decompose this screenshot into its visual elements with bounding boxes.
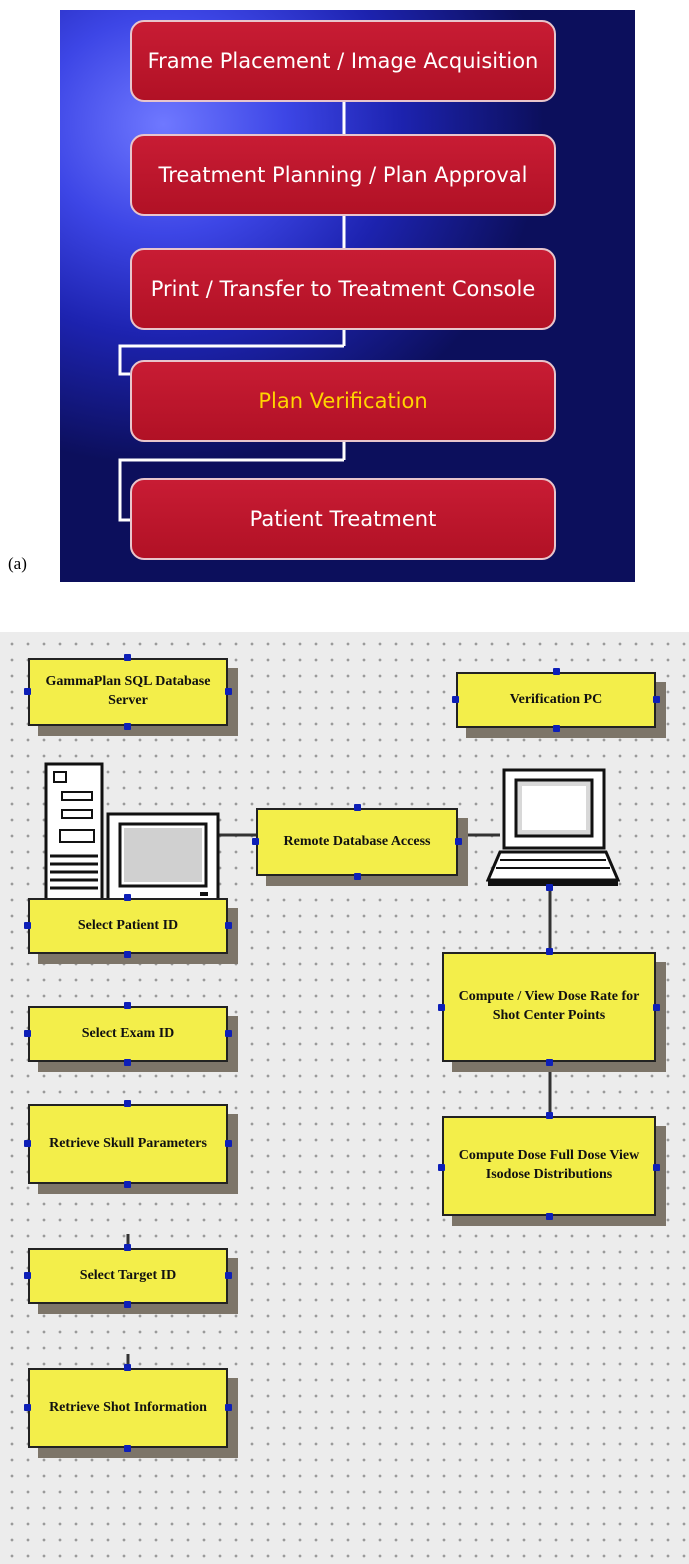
handle	[553, 668, 560, 675]
node-select-patient-id: Select Patient ID	[28, 898, 228, 954]
handle	[354, 804, 361, 811]
handle	[24, 688, 31, 695]
node-compute-full-dose: Compute Dose Full Dose View Isodose Dist…	[442, 1116, 656, 1216]
software-diagram-panel: GammaPlan SQL Database Server Verificati…	[0, 632, 689, 1564]
handle	[225, 1140, 232, 1147]
node-verification-pc: Verification PC	[456, 672, 656, 728]
handle	[124, 1002, 131, 1009]
caption-a: (a)	[8, 554, 27, 573]
handle	[124, 654, 131, 661]
handle	[653, 1164, 660, 1171]
laptop-computer-icon	[486, 768, 620, 886]
handle	[225, 922, 232, 929]
handle	[124, 1301, 131, 1308]
node-retrieve-skull-parameters: Retrieve Skull Parameters	[28, 1104, 228, 1184]
handle	[24, 1272, 31, 1279]
node-select-exam-id: Select Exam ID	[28, 1006, 228, 1062]
handle	[124, 1445, 131, 1452]
handle	[124, 1244, 131, 1251]
handle	[124, 723, 131, 730]
handle	[24, 1140, 31, 1147]
handle	[124, 1364, 131, 1371]
handle	[124, 894, 131, 901]
handle	[546, 1059, 553, 1066]
handle	[653, 1004, 660, 1011]
handle	[438, 1004, 445, 1011]
handle	[452, 696, 459, 703]
handle	[438, 1164, 445, 1171]
handle	[225, 1404, 232, 1411]
node-select-target-id: Select Target ID	[28, 1248, 228, 1304]
handle	[546, 884, 553, 891]
step-print-transfer: Print / Transfer to Treatment Console	[130, 248, 556, 330]
handle	[225, 688, 232, 695]
step-patient-treatment: Patient Treatment	[130, 478, 556, 560]
node-compute-dose-rate: Compute / View Dose Rate for Shot Center…	[442, 952, 656, 1062]
node-gammaplan-server: GammaPlan SQL Database Server	[28, 658, 228, 726]
desktop-computer-icon	[42, 762, 220, 923]
handle	[553, 725, 560, 732]
handle	[546, 948, 553, 955]
handle	[354, 873, 361, 880]
handle	[225, 1030, 232, 1037]
handle	[653, 696, 660, 703]
handle	[546, 1112, 553, 1119]
handle	[252, 838, 259, 845]
handle	[124, 1059, 131, 1066]
node-retrieve-shot-information: Retrieve Shot Information	[28, 1368, 228, 1448]
handle	[455, 838, 462, 845]
handle	[24, 1404, 31, 1411]
handle	[24, 1030, 31, 1037]
workflow-connectors	[118, 102, 346, 522]
step-plan-verification: Plan Verification	[130, 360, 556, 442]
handle	[124, 951, 131, 958]
handle	[24, 922, 31, 929]
step-frame-placement: Frame Placement / Image Acquisition	[130, 20, 556, 102]
handle	[124, 1181, 131, 1188]
handle	[546, 1213, 553, 1220]
workflow-panel: Frame Placement / Image Acquisition Trea…	[60, 10, 635, 582]
step-treatment-planning: Treatment Planning / Plan Approval	[130, 134, 556, 216]
handle	[225, 1272, 232, 1279]
node-remote-database-access: Remote Database Access	[256, 808, 458, 876]
handle	[124, 1100, 131, 1107]
